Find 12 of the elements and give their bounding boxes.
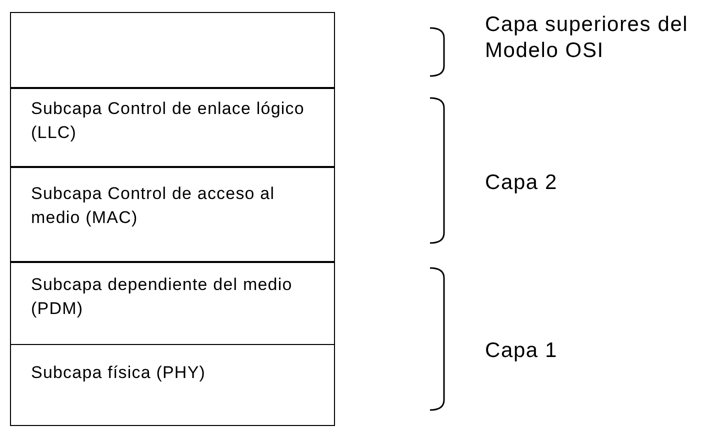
sublayer-name: Subcapa física (PHY) [31,362,207,384]
layer-box [10,262,335,345]
layer-label: Capa superiores del Modelo OSI [485,12,690,64]
layer-box [10,344,335,426]
sublayer-name: Subcapa Control de enlace lógico (LLC) [31,98,306,144]
layer-label: Capa 2 [485,170,559,196]
sublayer-name: Subcapa Control de acceso al medio (MAC) [31,183,276,229]
layer-box [10,88,335,167]
sublayer-name: Subcapa dependiente del medio (PDM) [31,274,294,320]
layer-label: Capa 1 [485,338,559,364]
layer-box [10,166,335,262]
layer-box [10,12,335,88]
